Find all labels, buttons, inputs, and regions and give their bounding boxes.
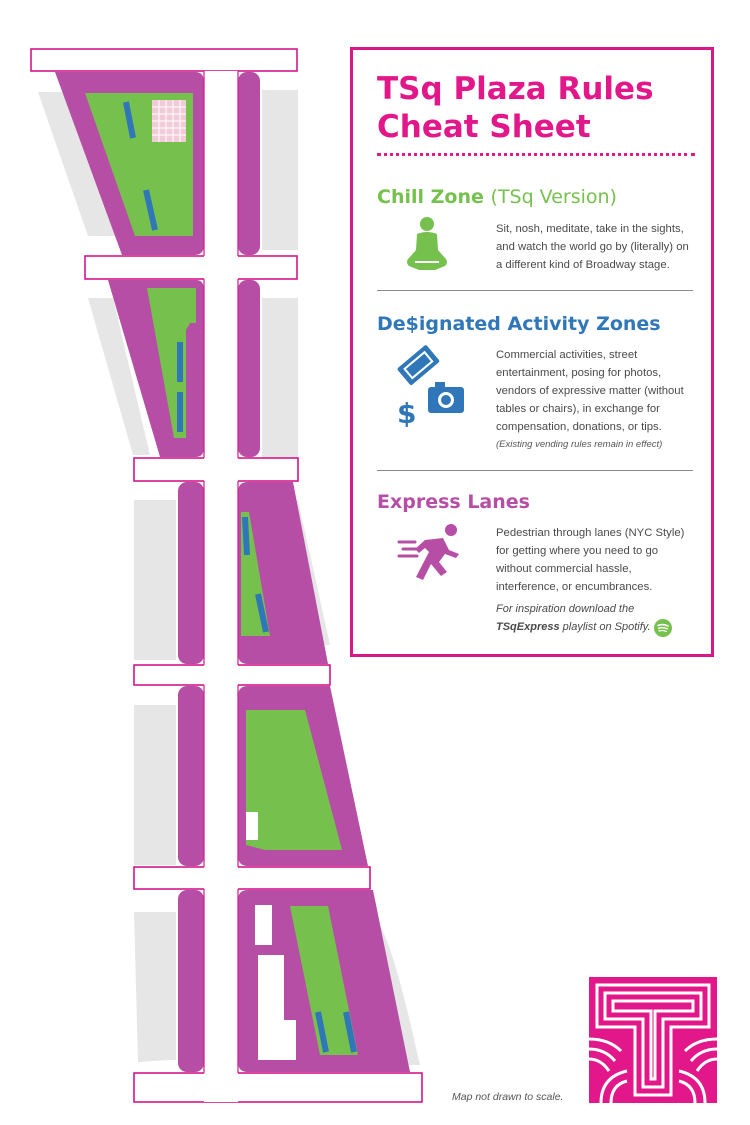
spotify-inspiration: For inspiration download the TSqExpress … bbox=[496, 603, 651, 633]
streets bbox=[30, 48, 423, 1103]
express-lanes-heading: Express Lanes bbox=[377, 491, 530, 513]
title-divider bbox=[377, 153, 695, 156]
chill-zone-title: Chill Zone bbox=[377, 186, 484, 208]
plaza-block-9 bbox=[178, 890, 204, 1072]
chill-zone-heading: Chill Zone (TSq Version) bbox=[377, 185, 707, 209]
plaza-block-7 bbox=[178, 686, 204, 866]
ticket-camera-dollar-icon: $ bbox=[397, 345, 464, 427]
running-person-icon bbox=[397, 524, 459, 580]
express-lane-corridor bbox=[204, 71, 238, 1102]
plaza-block-2 bbox=[238, 72, 260, 255]
rules-cheat-sheet: TSq Plaza Rules Cheat Sheet Chill Zone (… bbox=[350, 47, 714, 657]
chill-zone-description: Sit, nosh, meditate, take in the sights,… bbox=[496, 223, 689, 271]
activity-zones bbox=[123, 101, 357, 1053]
plaza-block-5 bbox=[178, 482, 204, 664]
activity-zones-description: Commercial activities, street entertainm… bbox=[496, 346, 696, 454]
page-title: TSq Plaza Rules Cheat Sheet bbox=[377, 71, 654, 145]
plaza-cutouts bbox=[246, 812, 296, 1060]
tsq-t-logo-icon bbox=[589, 977, 717, 1103]
map-scale-note: Map not drawn to scale. bbox=[452, 1091, 564, 1103]
section-divider bbox=[377, 470, 693, 471]
plaza-block-4 bbox=[238, 280, 260, 457]
spotify-icon[interactable] bbox=[654, 619, 672, 637]
chill-zone-subtitle: (TSq Version) bbox=[490, 186, 617, 208]
svg-text:$: $ bbox=[397, 397, 416, 427]
corridor-edges bbox=[203, 71, 239, 1073]
activity-zones-text: Commercial activities, street entertainm… bbox=[496, 349, 684, 433]
meditating-person-icon bbox=[407, 217, 447, 270]
seating-grid bbox=[152, 100, 186, 142]
vending-rules-note: (Existing vending rules remain in effect… bbox=[496, 439, 663, 450]
express-lanes-description: Pedestrian through lanes (NYC Style) for… bbox=[496, 527, 685, 593]
section-divider bbox=[377, 290, 693, 291]
activity-zones-heading: De$ignated Activity Zones bbox=[377, 313, 661, 335]
